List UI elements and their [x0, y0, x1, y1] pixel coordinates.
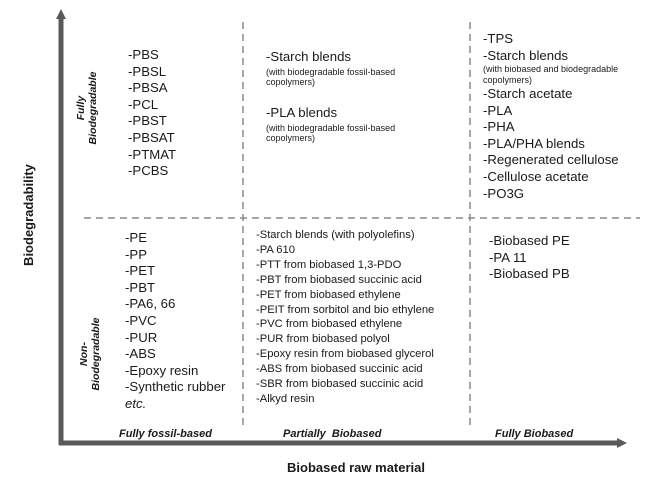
- list-item: -PLA/PHA blends: [483, 135, 585, 151]
- cell-top-left: -PBS -PBSL -PBSA -PCL -PBST -PBSAT -PTMA…: [128, 47, 176, 180]
- list-item: -Biobased PB: [489, 266, 570, 282]
- list-item: -Synthetic rubber: [125, 379, 226, 395]
- list-item: -SBR from biobased succinic acid: [256, 378, 424, 391]
- list-item: -Alkyd resin: [256, 392, 315, 405]
- list-item: -PET: [125, 263, 156, 279]
- list-item: -PEIT from sorbitol and bio ethylene: [256, 303, 435, 316]
- list-item: -PP: [125, 246, 147, 262]
- list-item: -PET from biobased ethylene: [256, 288, 401, 301]
- column-label-fully-biobased: Fully Biobased: [495, 428, 574, 440]
- row-label-bottom-line1: Non-: [78, 342, 90, 366]
- list-item: -PA6, 66: [125, 296, 176, 312]
- list-item: -PVC from biobased ethylene: [256, 318, 403, 331]
- list-item-etc: etc.: [125, 395, 147, 411]
- column-label-fully-fossil-based: Fully fossil-based: [119, 428, 212, 440]
- cell-bottom-middle: -Starch blends (with polyolefins) -PA 61…: [256, 228, 434, 407]
- y-axis-label: Biodegradability: [21, 164, 36, 266]
- list-item: -Starch blends (with polyolefins): [256, 229, 415, 241]
- list-item: -PBS: [128, 47, 159, 62]
- list-item: -PVC: [125, 312, 157, 328]
- list-item: -PA 610: [256, 243, 295, 256]
- column-label-partially-biobased: Partially Biobased: [283, 428, 382, 440]
- list-item: -PBSA: [128, 80, 168, 96]
- list-item: -Cellulose acetate: [483, 168, 589, 184]
- row-label-top-line1: Fully: [75, 95, 87, 121]
- list-item: -PCL: [128, 96, 159, 112]
- list-item: -PLA blends: [266, 105, 338, 121]
- cell-bottom-left: -PE -PP -PET -PBT -PA6, 66 -PVC -PUR -AB…: [125, 230, 225, 413]
- list-item: -Epoxy resin: [125, 362, 199, 378]
- list-item: -Starch blends: [483, 47, 569, 63]
- list-item: -PO3G: [483, 185, 525, 201]
- list-item: -PLA: [483, 102, 513, 118]
- list-item: -Starch blends: [266, 49, 352, 64]
- list-item: -PTMAT: [128, 146, 177, 162]
- list-item: -Epoxy resin from biobased glycerol: [256, 348, 434, 361]
- row-label-bottom-line2: Biodegradable: [90, 317, 102, 391]
- list-item: -PBST: [128, 113, 167, 129]
- list-item-note: (with biodegradable fossil-based copolym…: [266, 123, 396, 144]
- row-label-non-biodegradable: Non- Biodegradable: [78, 314, 104, 394]
- row-label-top-line2: Biodegradable: [87, 71, 99, 145]
- list-item-note: (with biobased and biodegradable copolym…: [483, 64, 619, 85]
- list-item: -PHA: [483, 119, 515, 135]
- cell-top-middle: -Starch blends (with biodegradable fossi…: [266, 49, 466, 148]
- list-item: -Biobased PE: [489, 233, 570, 248]
- cell-bottom-right: -Biobased PE -PA 11 -Biobased PB: [489, 233, 570, 283]
- list-item: -PBSAT: [128, 129, 175, 145]
- x-axis-label: Biobased raw material: [287, 460, 425, 475]
- list-item: -Regenerated cellulose: [483, 152, 619, 168]
- cell-top-right: -TPS -Starch blends (with biobased and b…: [483, 31, 653, 202]
- list-item: -ABS: [125, 346, 156, 362]
- list-item: -PCBS: [128, 163, 169, 179]
- list-item-note: (with biodegradable fossil-based copolym…: [266, 66, 396, 87]
- list-item: -PBSL: [128, 63, 167, 79]
- list-item: -PA 11: [489, 249, 527, 265]
- list-item: -PUR from biobased polyol: [256, 333, 390, 346]
- list-item: -PE: [125, 230, 147, 245]
- list-item: -TPS: [483, 31, 514, 46]
- list-item: -PTT from biobased 1,3-PDO: [256, 258, 402, 271]
- list-item: -PUR: [125, 329, 158, 345]
- list-item: -PBT from biobased succinic acid: [256, 273, 422, 286]
- list-item: -Starch acetate: [483, 86, 573, 101]
- list-item: -PBT: [125, 279, 156, 295]
- row-label-fully-biodegradable: Fully Biodegradable: [75, 68, 101, 148]
- list-item: -ABS from biobased succinic acid: [256, 363, 423, 376]
